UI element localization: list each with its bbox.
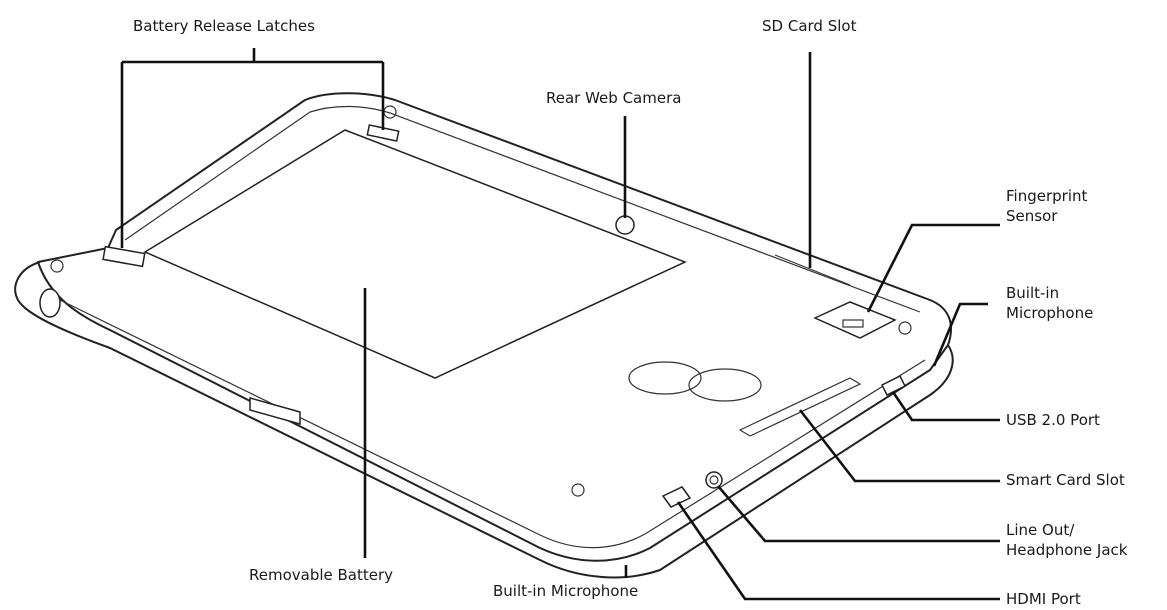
hdmi-port-shape (661, 486, 692, 508)
label-smart-card-slot: Smart Card Slot (1006, 471, 1125, 489)
side-port-left (249, 397, 301, 425)
headphone-jack-shape (705, 471, 723, 489)
logo-mark (628, 361, 762, 402)
battery-latch-left (102, 245, 146, 268)
leader-builtin-microphone-right (932, 302, 988, 367)
label-sd-card-slot: SD Card Slot (762, 17, 857, 35)
callout-labels: Battery Release Latches SD Card Slot Rea… (133, 17, 1128, 608)
label-fingerprint-line1: Fingerprint (1006, 187, 1087, 205)
usb-port-shape (880, 374, 907, 397)
label-line-out-line1: Line Out/ (1006, 521, 1075, 539)
tablet-top-surface (37, 92, 952, 562)
sd-card-slot-shape (774, 254, 851, 286)
leader-smart-card-slot (798, 409, 1000, 483)
label-builtin-microphone-right-line1: Built-in (1006, 284, 1059, 302)
rear-camera-lens (615, 215, 635, 235)
leader-fingerprint-sensor (866, 223, 1000, 313)
label-fingerprint-line2: Sensor (1006, 207, 1058, 225)
tablet-outer-edge (14, 261, 954, 579)
leader-battery-release-latches (120, 48, 385, 248)
screw-3 (571, 483, 585, 497)
screw-4 (898, 321, 912, 335)
label-builtin-microphone-bottom: Built-in Microphone (493, 582, 638, 600)
label-rear-web-camera: Rear Web Camera (546, 89, 681, 107)
label-builtin-microphone-right-line2: Microphone (1006, 304, 1093, 322)
smart-card-slot-shape (738, 377, 862, 437)
label-hdmi-port: HDMI Port (1006, 590, 1081, 608)
label-line-out-line2: Headphone Jack (1006, 541, 1128, 559)
label-usb-port: USB 2.0 Port (1006, 411, 1100, 429)
fingerprint-sensor-slot (842, 319, 864, 328)
tablet-rim (124, 105, 921, 313)
tablet-body (14, 92, 954, 579)
label-battery-release-latches: Battery Release Latches (133, 17, 315, 35)
leader-usb-port (891, 391, 1000, 422)
leader-hdmi-port (676, 501, 1000, 601)
leader-line-out (717, 485, 1000, 543)
screw-1 (50, 259, 64, 273)
pen-holder (39, 288, 61, 318)
tablet-bevel (59, 299, 926, 549)
label-removable-battery: Removable Battery (249, 566, 393, 584)
leader-lines (120, 48, 1000, 601)
battery-panel (143, 129, 687, 379)
